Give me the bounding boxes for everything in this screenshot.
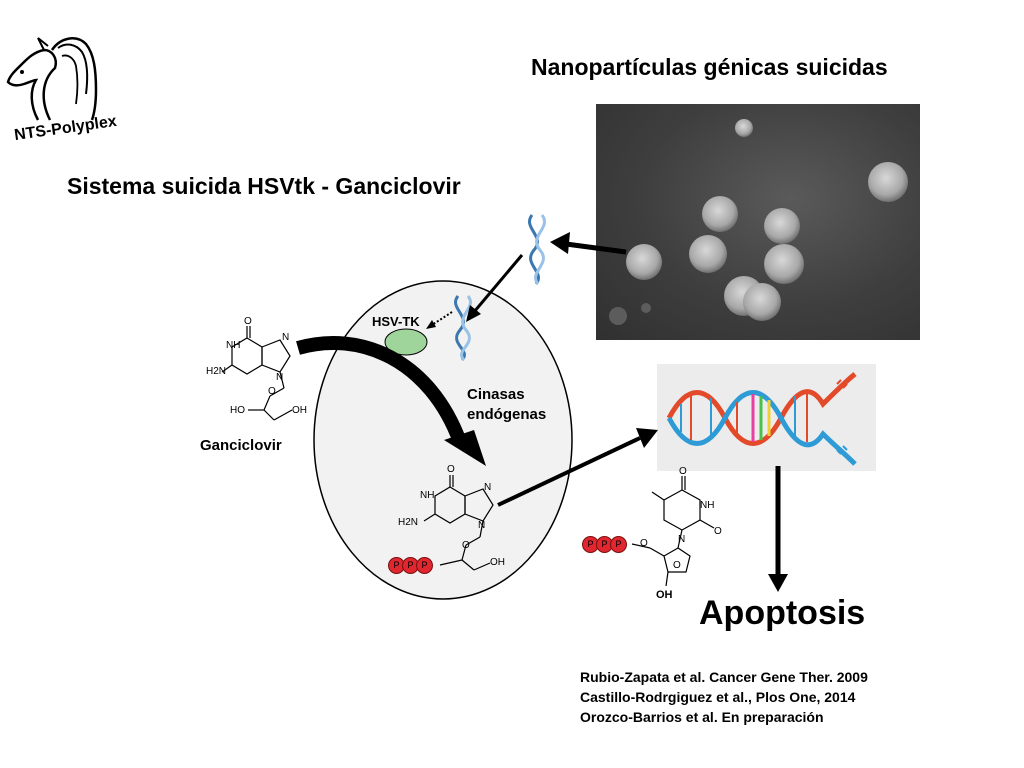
reference-1: Rubio-Zapata et al. Cancer Gene Ther. 20… [580, 669, 868, 685]
nts-polyplex-logo: NTS-Polyplex [0, 20, 118, 155]
phosphate-3: P [416, 557, 433, 574]
atom-label-o-6: O [714, 526, 722, 537]
atom-label-h2n-1: H2N [206, 366, 227, 377]
atom-label-oh-1: OH [292, 405, 307, 416]
phosphorylation-curved-arrow [296, 335, 467, 445]
atom-label-oh-3: OH [656, 589, 673, 601]
plasmid-dna-icon [528, 214, 546, 285]
reference-2: Castillo-Rodrgiguez et al., Plos One, 20… [580, 689, 856, 705]
atom-label-n-1: N [282, 332, 290, 343]
phosphate-4: P [582, 536, 599, 553]
cell-outline [313, 280, 573, 600]
arrowhead-to-dna [550, 232, 570, 254]
atom-label-nh-1: NH [226, 340, 241, 351]
atom-label-o-8: O [673, 560, 681, 571]
ganciclovir-structure [221, 326, 293, 421]
gene-dna-icon [454, 295, 472, 362]
atom-label-o-5: O [679, 466, 687, 477]
system-title: Sistema suicida HSVtk - Ganciclovir [67, 173, 461, 199]
nucleotide-structure [631, 476, 715, 587]
atom-label-n-2: N [276, 372, 284, 383]
atom-label-ho-1: HO [230, 405, 245, 416]
nanoparticles-image [609, 119, 908, 325]
dna-helix-icon [666, 372, 857, 466]
arrow-to-dna-damage [497, 436, 641, 507]
atom-label-nh-2: NH [420, 490, 435, 501]
hsv-tk-label: HSV-TK [372, 314, 420, 329]
atom-label-nh-3: NH [700, 500, 715, 511]
atom-label-n-5: N [678, 534, 686, 545]
horse-head-icon [6, 37, 98, 121]
ganciclovir-triphosphate-structure [423, 475, 494, 571]
ganciclovir-label: Ganciclovir [200, 437, 282, 454]
atom-label-oh-2: OH [490, 557, 505, 568]
atom-label-o-4: O [462, 540, 470, 551]
arrow-from-nanoparticles [565, 241, 627, 255]
phosphate-6: P [610, 536, 627, 553]
apoptosis-label: Apoptosis [699, 594, 866, 632]
hsv-tk-enzyme [384, 328, 428, 356]
atom-label-h2n-2: H2N [398, 517, 419, 528]
kinases-label-line2: endógenas [467, 406, 547, 423]
reference-3: Orozco-Barrios et al. En preparación [580, 709, 824, 725]
atom-label-n-3: N [484, 482, 492, 493]
references: Rubio-Zapata et al. Cancer Gene Ther. 20… [580, 667, 868, 727]
main-title: Nanopartículas génicas suicidas [531, 54, 888, 80]
nanoparticle-micrograph [596, 104, 920, 340]
atom-label-n-4: N [478, 520, 486, 531]
atom-label-o-7: O [640, 538, 648, 549]
atom-label-o-1: O [244, 316, 252, 327]
atom-label-o-3: O [447, 464, 455, 475]
dna-damage-image [657, 364, 876, 471]
kinases-label-line1: Cinasas [467, 386, 525, 403]
atom-label-o-2: O [268, 386, 276, 397]
arrow-dna-into-cell [472, 254, 524, 313]
